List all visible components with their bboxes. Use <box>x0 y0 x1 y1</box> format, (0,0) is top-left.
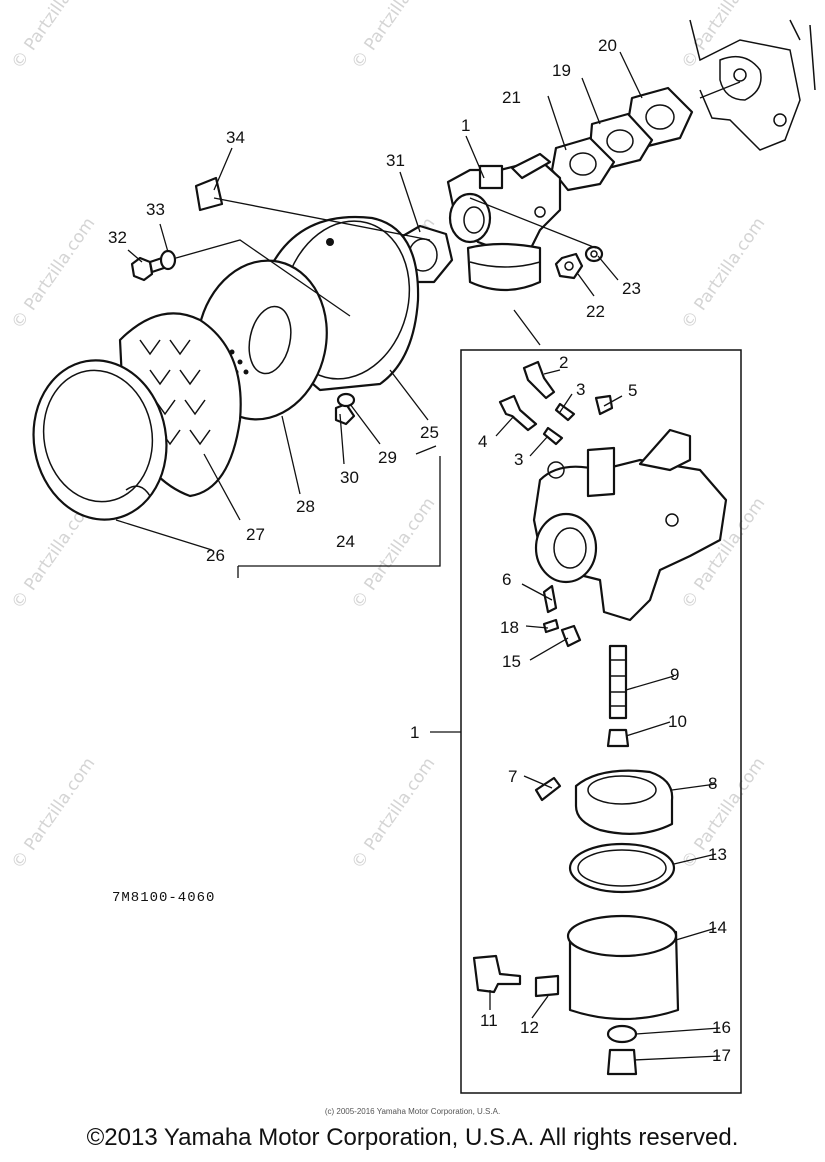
callout-27: 27 <box>246 525 265 544</box>
callout-22: 22 <box>586 302 605 321</box>
callout-16: 16 <box>712 1018 731 1037</box>
watermark-text: © Partzilla.com <box>8 214 100 333</box>
callout-24: 24 <box>336 532 355 551</box>
engine-block-outline <box>689 19 816 151</box>
watermark-text: © Partzilla.com <box>348 0 440 73</box>
gasket-16[interactable] <box>606 1024 638 1044</box>
spring-12[interactable] <box>534 974 560 998</box>
callout-26: 26 <box>206 546 225 565</box>
jet-10[interactable] <box>606 728 630 748</box>
callout-23: 23 <box>622 279 641 298</box>
callout-25: 25 <box>420 423 439 442</box>
callout-2: 2 <box>559 353 568 372</box>
screw-15[interactable] <box>560 624 582 648</box>
washer-29[interactable] <box>336 392 356 408</box>
spring-3-lower[interactable] <box>542 426 564 446</box>
callout-6: 6 <box>502 570 511 589</box>
bolt-32[interactable] <box>130 256 166 282</box>
callout-34: 34 <box>226 128 245 147</box>
gasket-13[interactable] <box>568 842 676 894</box>
callout-1-detail: 1 <box>410 723 419 742</box>
pin-7[interactable] <box>534 776 562 802</box>
callout-labels: 1 2 3 3 4 5 6 7 8 9 10 11 12 13 14 15 16… <box>108 36 731 1065</box>
callout-18: 18 <box>500 618 519 637</box>
callout-31: 31 <box>386 151 405 170</box>
callout-33: 33 <box>146 200 165 219</box>
float-8[interactable] <box>574 769 674 835</box>
callout-1-top: 1 <box>461 116 470 135</box>
screw-11[interactable] <box>472 954 522 994</box>
clip-18[interactable] <box>542 618 560 634</box>
callout-3-lower: 3 <box>514 450 523 469</box>
callout-19: 19 <box>552 61 571 80</box>
watermark-text: © Partzilla.com <box>8 754 100 873</box>
watermark-text: © Partzilla.com <box>678 0 770 73</box>
screw-2[interactable] <box>522 360 556 400</box>
watermark-text: © Partzilla.com <box>348 494 440 613</box>
watermark-text: © Partzilla.com <box>678 214 770 333</box>
callout-20: 20 <box>598 36 617 55</box>
callout-15: 15 <box>502 652 521 671</box>
callout-32: 32 <box>108 228 127 247</box>
air-cleaner-cover-26[interactable] <box>21 350 179 530</box>
carburetor-assembly-top[interactable] <box>446 152 562 292</box>
detail-box <box>460 349 742 1094</box>
drain-screw-17[interactable] <box>606 1048 638 1076</box>
callout-17: 17 <box>712 1046 731 1065</box>
washer-33[interactable] <box>159 249 177 271</box>
callout-3-upper: 3 <box>576 380 585 399</box>
callout-7: 7 <box>508 767 517 786</box>
carburetor-body[interactable] <box>532 428 728 622</box>
spring-3-upper[interactable] <box>554 402 576 422</box>
copyright-notice: ©2013 Yamaha Motor Corporation, U.S.A. A… <box>86 1124 739 1151</box>
callout-21: 21 <box>502 88 521 107</box>
label-tag-34[interactable] <box>194 176 224 212</box>
watermark-text: © Partzilla.com <box>348 754 440 873</box>
callout-28: 28 <box>296 497 315 516</box>
screw-4[interactable] <box>498 394 538 432</box>
small-copyright: (c) 2005-2016 Yamaha Motor Corporation, … <box>324 1107 501 1116</box>
nut-22[interactable] <box>554 252 584 280</box>
callout-11: 11 <box>480 1011 498 1030</box>
leader-lines <box>115 51 721 1061</box>
callout-29: 29 <box>378 448 397 467</box>
callout-8: 8 <box>708 774 717 793</box>
float-bowl-14[interactable] <box>566 914 680 1021</box>
callout-12: 12 <box>520 1018 539 1037</box>
callout-30: 30 <box>340 468 359 487</box>
callout-5: 5 <box>628 381 637 400</box>
callout-13: 13 <box>708 845 727 864</box>
nozzle-9[interactable] <box>608 644 628 720</box>
drawing-code: 7M8100-4060 <box>112 890 215 906</box>
callout-14: 14 <box>708 918 727 937</box>
explode-lines <box>175 81 741 346</box>
watermark-text: © Partzilla.com <box>8 0 100 73</box>
screw-5[interactable] <box>594 394 614 416</box>
callout-4: 4 <box>478 432 487 451</box>
gasket-21[interactable] <box>550 136 616 192</box>
callout-9: 9 <box>670 665 679 684</box>
callout-10: 10 <box>668 712 687 731</box>
